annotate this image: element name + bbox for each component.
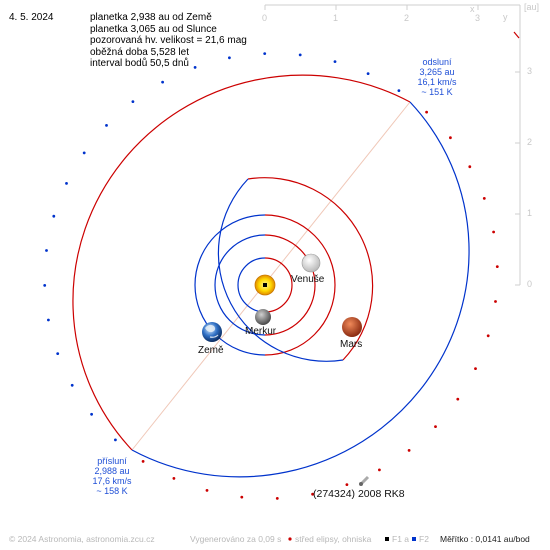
orbit-dot — [298, 53, 302, 57]
venus-label: Venuše — [291, 274, 325, 285]
aphelion-speed: 16,1 km/s — [417, 77, 457, 87]
y-tick-2: 2 — [527, 137, 533, 147]
orbit-arrow — [513, 31, 520, 39]
asteroid-orbit — [43, 52, 499, 500]
perihelion-speed: 17,6 km/s — [92, 476, 132, 486]
orbit-dot — [228, 56, 231, 60]
orbit-position-dots — [43, 52, 499, 500]
orbit-dot — [240, 495, 244, 499]
line-of-apsides — [131, 101, 411, 451]
orbit-dot — [193, 66, 197, 69]
x-unit-label: x — [470, 4, 475, 14]
orbit-dot — [161, 80, 165, 84]
perihelion-temperature: ~ 158 K — [96, 486, 128, 496]
orbit-dot — [205, 489, 209, 492]
orbit-dot — [275, 497, 279, 500]
earth-orbit — [194, 214, 336, 356]
orbit-dot — [47, 318, 50, 322]
orbit-info-block: planetka 2,938 au od Země planetka 3,065… — [90, 12, 247, 70]
perihelion-label: přísluní 2,988 au 17,6 km/s ~ 158 K — [84, 456, 140, 496]
footer-generated: Vygenerováno za 0,09 s — [190, 534, 282, 544]
mars-orbit — [217, 177, 374, 362]
earth-label: Země — [198, 345, 224, 356]
orbit-dot — [114, 438, 117, 442]
asteroid-name-label: (274324) 2008 RK8 — [313, 488, 405, 500]
axis-unit-label: [au] — [524, 2, 540, 12]
info-magnitude: pozorovaná hv. velikost = 21,6 mag — [90, 35, 247, 46]
orbit-dot — [65, 182, 68, 185]
venus-icon — [301, 253, 321, 273]
orbit-dot — [105, 124, 108, 127]
orbit-dot — [486, 334, 490, 338]
orbit-dot — [90, 412, 93, 416]
mercury-orbit — [237, 257, 293, 313]
venus-orbit — [214, 234, 316, 336]
orbit-dot — [494, 300, 497, 303]
earth-icon — [202, 322, 222, 342]
x-tick-0: 0 — [262, 13, 268, 23]
mercury-icon — [255, 309, 271, 325]
y-tick-0: 0 — [527, 279, 533, 289]
orbit-dot — [366, 72, 370, 75]
info-orbital-period: oběžná doba 5,528 let — [90, 46, 189, 58]
x-tick-3: 3 — [475, 13, 481, 23]
date-label: 4. 5. 2024 — [9, 12, 54, 23]
aphelion-temperature: ~ 151 K — [421, 87, 453, 97]
orbit-dot — [495, 265, 499, 268]
info-distance-sun: planetka 3,065 au od Slunce — [90, 23, 217, 35]
orbit-dot — [474, 367, 477, 370]
footer-legend-center: střed elipsy, ohniska — [295, 534, 372, 544]
orbit-dot — [434, 425, 437, 428]
perihelion-distance: 2,988 au — [94, 466, 130, 476]
orbit-dot — [56, 352, 60, 355]
orbit-dot — [52, 214, 56, 218]
y-tick-1: 1 — [527, 208, 533, 218]
info-point-interval: interval bodů 50,5 dnů — [90, 58, 189, 69]
mars-label: Mars — [340, 339, 363, 350]
orbit-dot — [407, 449, 411, 452]
aphelion-distance: 3,265 au — [419, 67, 455, 77]
orbit-dot — [456, 397, 460, 401]
orbit-dot — [449, 136, 452, 140]
aphelion-title: odsluní — [422, 57, 452, 67]
orbit-dot — [468, 165, 472, 169]
x-axis — [264, 4, 520, 10]
orbit-dot — [141, 460, 145, 463]
legend-center-dot — [288, 537, 292, 541]
orbit-dot — [43, 284, 47, 287]
orbit-dot — [333, 60, 337, 63]
orbit-dot — [82, 151, 86, 155]
y-tick-3: 3 — [527, 66, 533, 76]
mars-icon — [342, 317, 362, 337]
asteroid-marker — [359, 475, 370, 486]
legend-f1-square — [385, 537, 389, 541]
x-tick-1: 1 — [333, 13, 339, 23]
orbit-dot — [482, 197, 486, 200]
orbit-dot — [45, 249, 48, 252]
orbit-dot — [263, 52, 267, 55]
footer-scale: Měřítko : 0,0141 au/bod — [440, 534, 530, 544]
y-unit-label: y — [503, 12, 508, 22]
orbit-dot — [172, 477, 176, 480]
aphelion-label: odsluní 3,265 au 16,1 km/s ~ 151 K — [408, 57, 466, 97]
footer-legend-f2: F2 — [419, 534, 429, 544]
orbit-dot — [345, 483, 349, 486]
perihelion-title: přísluní — [97, 456, 127, 466]
orbit-dot — [397, 89, 401, 92]
legend-f2-square — [412, 537, 416, 541]
orbit-dot — [70, 383, 74, 387]
info-distance-earth: planetka 2,938 au od Země — [90, 12, 212, 23]
y-axis — [515, 5, 521, 286]
footer-legend-f1: F1 a — [392, 534, 410, 544]
orbit-dot — [311, 492, 314, 496]
mercury-label: Merkur — [245, 326, 277, 337]
orbit-dot — [378, 468, 381, 472]
focus-f1-marker — [263, 283, 267, 287]
orbit-dot — [131, 100, 135, 103]
x-tick-2: 2 — [404, 13, 410, 23]
orbit-dot — [492, 230, 495, 234]
orbit-dot — [425, 110, 428, 114]
footer-copyright: © 2024 Astronomia, astronomia.zcu.cz — [9, 534, 155, 544]
